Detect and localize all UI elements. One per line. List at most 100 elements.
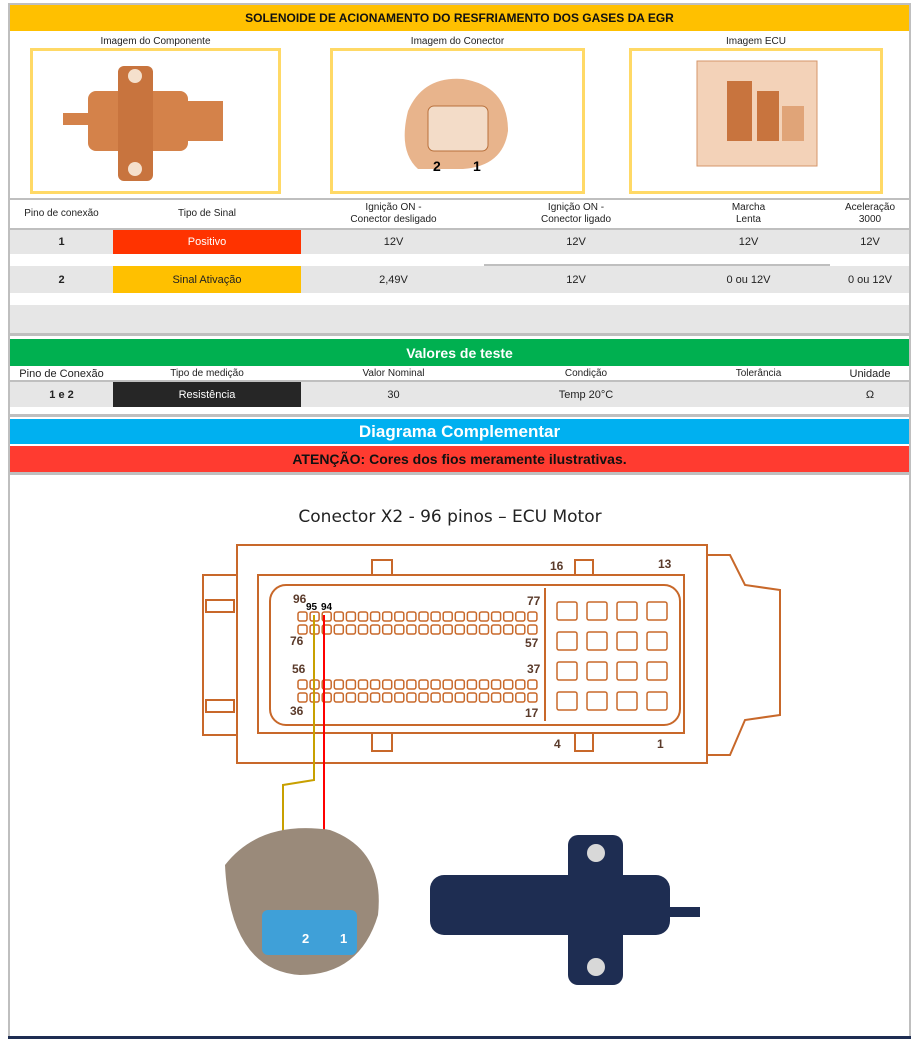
pin-socket <box>586 691 608 711</box>
pin-socket <box>502 679 514 690</box>
measure-type-badge: Resistência <box>113 382 301 407</box>
pin-label-2: 2 <box>433 158 441 174</box>
signal-type-badge: Positivo <box>113 230 301 254</box>
tolerance <box>686 382 831 407</box>
pin-socket <box>418 692 429 703</box>
harness-plug-photo: 2 1 <box>225 828 379 975</box>
pin-number: 77 <box>527 594 541 608</box>
test-table-header: Pino de Conexão Tipo de medição Valor No… <box>10 367 909 380</box>
pin-socket <box>527 611 538 622</box>
pin-socket <box>333 679 345 690</box>
pin-socket <box>466 624 478 635</box>
bottom-rule <box>8 1036 911 1039</box>
pin-socket <box>394 624 405 635</box>
pin-number: 56 <box>292 662 306 676</box>
pin-socket <box>515 692 526 703</box>
pin-number: 57 <box>525 636 539 650</box>
pin-socket <box>515 679 526 690</box>
pin-socket <box>357 611 369 622</box>
signal-table-header: Pino de conexão Tipo de Sinal Ignição ON… <box>10 198 909 228</box>
pin-number: 13 <box>658 557 672 571</box>
divider <box>10 414 909 417</box>
header-idle: Marcha Lenta <box>731 202 766 225</box>
pin-socket <box>527 679 538 690</box>
pin-socket <box>321 679 332 690</box>
pin-grid <box>297 601 668 711</box>
pin-label-1: 1 <box>473 158 481 174</box>
pin: 1 <box>58 236 65 248</box>
diagram-title: Diagrama Complementar <box>10 419 909 444</box>
pin-socket <box>418 624 429 635</box>
pin-number: 4 <box>554 737 561 751</box>
pin-socket <box>490 624 502 635</box>
pin-socket <box>454 611 466 622</box>
value: 0 ou 12V <box>847 273 893 286</box>
warning-banner: ATENÇÃO: Cores dos fios meramente ilustr… <box>10 446 909 472</box>
divider <box>10 472 909 475</box>
pin-socket <box>345 611 357 622</box>
pin-socket <box>556 691 578 711</box>
ecu-connector-drawing <box>202 544 781 764</box>
pin-socket <box>321 611 332 622</box>
value: 12V <box>738 236 759 248</box>
unit: Ω <box>865 388 875 401</box>
pin-socket <box>478 624 490 635</box>
pin-socket <box>616 691 638 711</box>
pin-socket <box>430 624 441 635</box>
pin-socket <box>297 679 308 690</box>
pin-socket <box>616 661 638 681</box>
pin-number: 16 <box>550 559 564 573</box>
header-pin: Pino de conexão <box>24 208 99 219</box>
pin-number: 36 <box>290 704 304 718</box>
connector-image: 2 1 <box>330 48 585 194</box>
pin-socket <box>333 692 345 703</box>
pin-socket <box>586 631 608 651</box>
pin-socket <box>406 624 417 635</box>
pin-socket <box>490 692 502 703</box>
header-ign-on: Ignição ON - Conector ligado <box>540 202 612 225</box>
header-ign-off: Ignição ON - Conector desligado <box>350 202 437 225</box>
pin-socket <box>418 679 429 690</box>
pin-socket <box>616 601 638 621</box>
pin-socket <box>646 631 668 651</box>
header: Tolerância <box>735 367 782 379</box>
solenoid-illustration <box>63 66 223 181</box>
component-image-label: Imagem do Componente <box>100 36 211 47</box>
pin-number-94: 94 <box>321 602 333 613</box>
pin-socket <box>466 679 478 690</box>
pin-socket <box>297 611 308 622</box>
pin-socket <box>442 679 453 690</box>
pin-socket <box>490 679 502 690</box>
pin-number: 1 <box>657 737 664 751</box>
divider <box>484 264 830 267</box>
pin-socket <box>321 692 332 703</box>
ecu-illustration <box>696 60 818 167</box>
divider <box>10 333 909 336</box>
pin-socket <box>430 679 441 690</box>
pin-socket <box>442 624 453 635</box>
pin-number: 96 <box>293 592 307 606</box>
header-type: Tipo de Sinal <box>178 208 236 219</box>
pin-socket <box>381 611 393 622</box>
nominal-value: 30 <box>387 388 400 401</box>
pin-socket <box>556 661 578 681</box>
header: Tipo de medição <box>170 367 244 379</box>
value: 0 ou 12V <box>726 273 771 286</box>
signal-type-badge: Sinal Ativação <box>113 266 301 293</box>
value: 12V <box>383 236 404 248</box>
pin-number: 37 <box>527 662 541 676</box>
pin-socket <box>381 679 393 690</box>
pin-socket <box>381 692 393 703</box>
pin-socket <box>556 631 578 651</box>
plug-pin-1: 1 <box>340 931 347 946</box>
pin-socket <box>556 601 578 621</box>
pin-number: 17 <box>525 706 539 720</box>
pin-number-95: 95 <box>306 602 318 613</box>
pin-socket <box>586 661 608 681</box>
pin-socket <box>616 631 638 651</box>
solenoid-photo <box>430 835 700 985</box>
pin-socket <box>418 611 429 622</box>
pin-socket <box>369 692 381 703</box>
pin-socket <box>345 692 357 703</box>
pin-socket <box>502 624 514 635</box>
